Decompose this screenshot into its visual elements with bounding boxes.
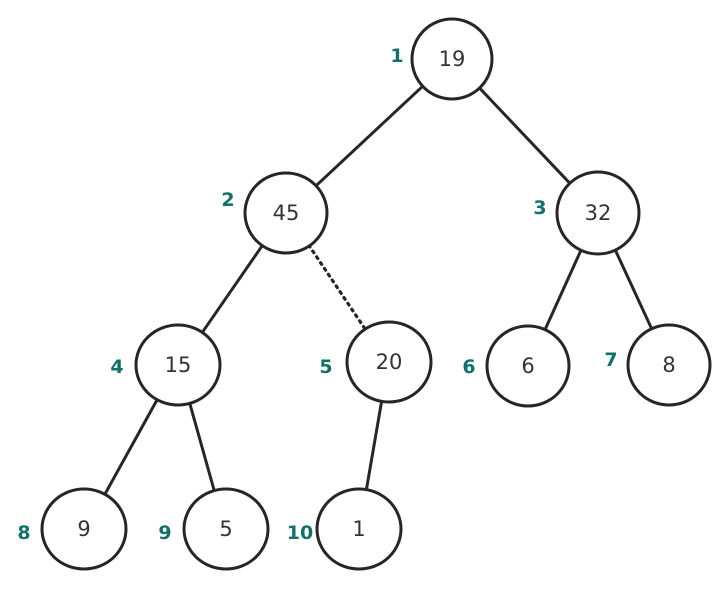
node-circle [182, 487, 270, 571]
tree-node-3: 32 3 [533, 170, 641, 256]
node-value: 6 [521, 354, 534, 378]
tree-node-7: 87 [604, 323, 712, 407]
tree-node-2: 45 2 [221, 171, 329, 255]
node-circle [243, 171, 329, 255]
tree-node-5: 20 5 [319, 320, 433, 404]
node-value: 9 [77, 517, 90, 541]
node-value: 19 [439, 47, 466, 71]
node-circle [626, 323, 712, 407]
node-value: 45 [273, 201, 300, 225]
tree-node-10: 1 10 [287, 487, 403, 571]
node-index-label: 1 [390, 45, 403, 67]
tree-node-6: 66 [462, 324, 571, 408]
node-value: 1 [352, 517, 365, 541]
node-circle [345, 320, 433, 404]
node-index-label: 8 [17, 522, 30, 544]
tree-node-8: 98 [17, 487, 128, 571]
edge-3-7 [613, 247, 654, 331]
node-circle [315, 487, 403, 571]
node-circle [134, 323, 222, 407]
node-circle [410, 17, 494, 101]
node-index-label: 5 [319, 356, 332, 378]
node-value: 8 [662, 353, 675, 377]
node-value: 32 [585, 201, 612, 225]
edge-4-9 [188, 401, 216, 493]
node-index-label: 9 [158, 522, 171, 544]
node-value: 15 [165, 353, 192, 377]
tree-node-1: 19 1 [390, 17, 494, 101]
node-index-label: 4 [110, 356, 123, 378]
edge-2-5 [307, 243, 368, 332]
node-index-label: 6 [462, 356, 475, 378]
node-circle [485, 324, 571, 408]
edge-1-2 [313, 84, 425, 188]
tree-node-9: 59 [158, 487, 270, 571]
node-circle [555, 170, 641, 256]
node-circle [40, 487, 128, 571]
edge-5-10 [364, 399, 384, 492]
edge-3-6 [543, 248, 583, 332]
tree-edges [102, 84, 654, 497]
node-index-label: 2 [221, 189, 234, 211]
edge-1-3 [477, 85, 572, 186]
node-value: 20 [376, 350, 403, 374]
edge-4-8 [102, 397, 160, 497]
tree-node-4: 15 4 [110, 323, 222, 407]
node-index-label: 3 [533, 197, 546, 219]
edge-2-4 [200, 243, 265, 335]
node-index-label: 10 [287, 522, 313, 544]
node-index-label: 7 [604, 349, 617, 371]
node-value: 5 [219, 517, 232, 541]
